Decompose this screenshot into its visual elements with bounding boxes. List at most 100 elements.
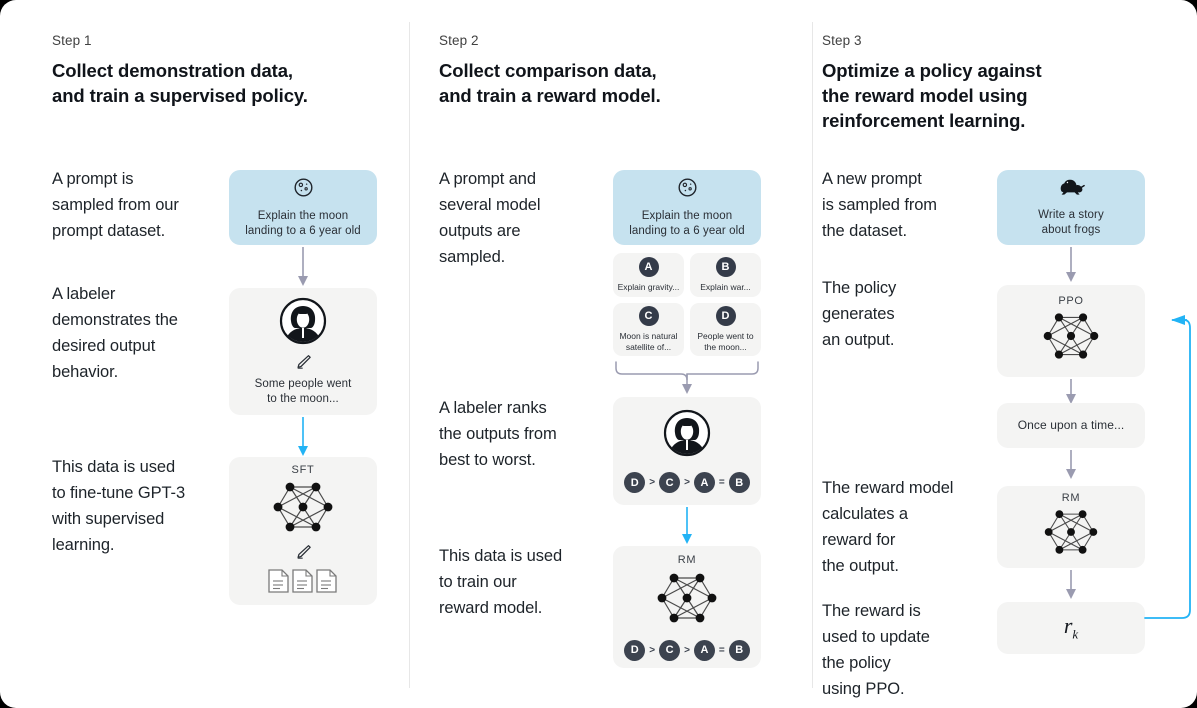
reward-symbol-base: r — [1063, 613, 1073, 639]
arrow-down-cyan — [678, 507, 696, 545]
output-card-text[interactable]: Once upon a time... — [997, 403, 1145, 448]
rank-operator: = — [718, 644, 725, 656]
paragraph-line: generates — [822, 305, 895, 323]
step-title-3: Optimize a policy against the reward mod… — [822, 58, 1122, 133]
neural-network-icon — [1042, 310, 1100, 367]
reward-card[interactable]: rk — [997, 602, 1145, 654]
option-badge-c: C — [638, 306, 659, 326]
neural-network-icon — [656, 570, 718, 631]
paragraph-line: the outputs from — [439, 425, 557, 443]
caption-line: to the moon... — [267, 392, 339, 405]
moon-icon — [677, 177, 698, 203]
paragraph-line: This data is used — [52, 458, 176, 476]
model-card-rm-step3[interactable]: RM — [997, 486, 1145, 568]
rank-operator: > — [684, 644, 690, 656]
labeler-rank-card[interactable]: D > C > A = B — [613, 397, 761, 505]
paragraph-3-4: The reward is used to update the policy … — [822, 598, 1012, 702]
rank-badge: C — [659, 472, 681, 493]
moon-icon — [293, 177, 314, 203]
paragraph-1-3: This data is used to fine-tune GPT-3 wit… — [52, 454, 242, 558]
arrow-down-gray — [1062, 450, 1080, 480]
paragraph-line: to train our — [439, 573, 517, 591]
option-card-d[interactable]: D People went to the moon... — [690, 303, 761, 356]
paragraph-line: A prompt and — [439, 170, 536, 188]
option-text-b: Explain war... — [700, 282, 751, 292]
prompt-card-2[interactable]: Explain the moon landing to a 6 year old — [613, 170, 761, 245]
step-label-1: Step 1 — [52, 33, 92, 48]
labeler-avatar-icon — [279, 297, 327, 350]
model-card-sft[interactable]: SFT — [229, 457, 377, 605]
step-label-2: Step 2 — [439, 33, 479, 48]
paragraph-line: outputs are — [439, 222, 521, 240]
reward-symbol: rk — [1064, 613, 1078, 642]
rank-badge: B — [728, 639, 750, 661]
arrow-down-gray — [1062, 379, 1080, 405]
paragraph-line: sampled from our — [52, 196, 179, 214]
model-card-rm-step2-title: RM — [677, 553, 697, 566]
option-card-c[interactable]: C Moon is natural satellite of... — [613, 303, 684, 356]
prompt-card-1[interactable]: Explain the moon landing to a 6 year old — [229, 170, 377, 245]
column-step-3: Step 3 Optimize a policy against the rew… — [812, 0, 1197, 708]
pencil-icon — [295, 544, 312, 564]
ranking-row-labeler: D > C > A = B — [624, 472, 750, 493]
paragraph-line: calculates a — [822, 505, 908, 523]
rank-operator: = — [718, 477, 725, 488]
paragraph-line: to fine-tune GPT-3 — [52, 484, 186, 502]
caption-line: about frogs — [1041, 224, 1101, 236]
option-badge-a: A — [638, 257, 659, 277]
labeler-card-1[interactable]: Some people went to the moon... — [229, 288, 377, 415]
rank-operator: > — [649, 477, 656, 488]
model-card-sft-title: SFT — [291, 463, 315, 476]
option-text-c: Moon is natural satellite of... — [619, 331, 678, 352]
option-text-d: People went to the moon... — [697, 331, 754, 352]
arrow-down-cyan — [294, 417, 312, 457]
option-card-b[interactable]: B Explain war... — [690, 253, 761, 297]
rank-badge: D — [624, 639, 646, 661]
paragraph-line: best to worst. — [439, 451, 536, 469]
paragraph-line: demonstrates the — [52, 311, 178, 329]
reward-symbol-subscript: k — [1072, 626, 1079, 642]
arrow-down-gray — [1062, 247, 1080, 283]
prompt-card-3[interactable]: Write a story about frogs — [997, 170, 1145, 245]
rank-badge: C — [659, 639, 681, 661]
paragraph-line: the policy — [822, 654, 891, 672]
pencil-icon — [295, 354, 312, 374]
option-card-a[interactable]: A Explain gravity... — [613, 253, 684, 297]
prompt-card-3-caption: Write a story about frogs — [1038, 208, 1104, 238]
step-label-3: Step 3 — [822, 33, 862, 48]
step-title-3-line-1: Optimize a policy against — [822, 60, 1042, 81]
paragraph-1-2: A labeler demonstrates the desired outpu… — [52, 281, 232, 385]
model-card-rm-step2[interactable]: RM — [613, 546, 761, 668]
paragraph-line: the output. — [822, 557, 899, 575]
step-title-2-line-2: and train a reward model. — [439, 85, 661, 106]
output-card-text-value: Once upon a time... — [1017, 418, 1125, 432]
paragraph-line: This data is used — [439, 547, 563, 565]
column-step-1: Step 1 Collect demonstration data, and t… — [0, 0, 409, 708]
option-text-a: Explain gravity... — [617, 282, 680, 292]
step-title-1-line-1: Collect demonstration data, — [52, 60, 293, 81]
rank-badge: D — [624, 472, 646, 493]
paragraph-line: The reward is — [822, 602, 921, 620]
paragraph-line: with supervised — [52, 510, 165, 528]
paragraph-line: is sampled from — [822, 196, 937, 214]
step-title-2: Collect comparison data, and train a rew… — [439, 58, 779, 108]
step-title-1-line-2: and train a supervised policy. — [52, 85, 308, 106]
paragraph-line: prompt dataset. — [52, 222, 166, 240]
paragraph-line: using PPO. — [822, 680, 905, 698]
merge-brace-arrow — [613, 360, 763, 395]
prompt-card-1-caption: Explain the moon landing to a 6 year old — [245, 209, 360, 239]
caption-line: Write a story — [1038, 209, 1104, 221]
rank-operator: > — [684, 477, 690, 488]
rank-badge: B — [728, 472, 750, 493]
arrow-down-gray — [294, 247, 312, 287]
model-card-ppo-title: PPO — [1058, 295, 1084, 307]
paragraph-line: reward model. — [439, 599, 543, 617]
option-badge-b: B — [715, 257, 736, 277]
step-title-3-line-2: the reward model using — [822, 85, 1028, 106]
model-card-ppo[interactable]: PPO — [997, 285, 1145, 377]
paragraph-2-2: A labeler ranks the outputs from best to… — [439, 395, 619, 473]
step-title-1: Collect demonstration data, and train a … — [52, 58, 392, 108]
rank-operator: > — [649, 644, 656, 656]
column-divider-1 — [409, 22, 410, 688]
